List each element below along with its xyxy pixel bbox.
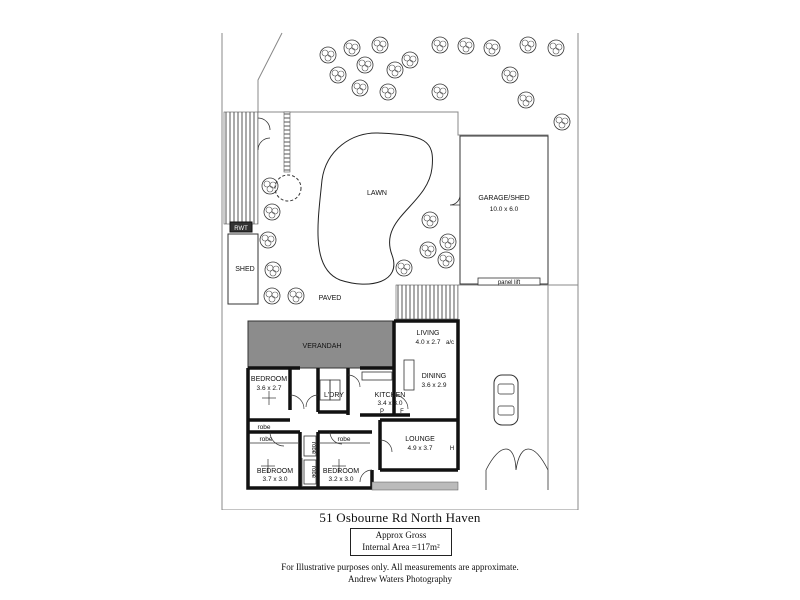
living-label: LIVING bbox=[417, 330, 440, 337]
thin-walls bbox=[250, 359, 415, 486]
bedroom3-label: BEDROOM bbox=[323, 468, 359, 475]
driveway-boundary bbox=[257, 32, 549, 470]
area-line-2: Internal Area =117m² bbox=[362, 542, 440, 552]
disclaimer: For Illustrative purposes only. All meas… bbox=[281, 562, 519, 572]
dining-label: DINING bbox=[422, 373, 447, 380]
deck-strip bbox=[283, 111, 291, 173]
panel-lift-door bbox=[477, 277, 541, 286]
bedroom2-label: BEDROOM bbox=[257, 468, 293, 475]
bedroom1-label: BEDROOM bbox=[251, 376, 287, 383]
verandah-label: VERANDAH bbox=[303, 343, 342, 350]
robe2-label: robe bbox=[259, 436, 272, 443]
robe1-label: robe bbox=[257, 424, 270, 431]
fridge-label: F bbox=[400, 409, 404, 415]
lounge-label: LOUNGE bbox=[405, 436, 435, 443]
garage-label: GARAGE/SHED bbox=[478, 195, 529, 202]
lawn bbox=[317, 132, 433, 285]
rwt-tank bbox=[229, 221, 253, 233]
area-line-1: Approx Gross bbox=[375, 530, 427, 540]
laundry-label: L'DRY bbox=[324, 392, 344, 399]
kitchen-size: 3.4 x 3.0 bbox=[378, 400, 403, 407]
panel-lift-label: panel lift bbox=[498, 280, 521, 286]
lawn-label: LAWN bbox=[367, 190, 387, 197]
garage-size: 10.0 x 6.0 bbox=[490, 206, 519, 213]
living-size: 4.0 x 2.7 bbox=[416, 339, 441, 346]
dining-size: 3.6 x 2.9 bbox=[422, 382, 447, 389]
robe3-label: robe bbox=[337, 436, 350, 443]
heater-label: H bbox=[450, 446, 454, 452]
deck-left bbox=[223, 111, 259, 225]
paved-label: PAVED bbox=[319, 295, 342, 302]
verandah bbox=[247, 320, 395, 369]
robe5-label: robe bbox=[310, 466, 316, 479]
bedroom1-size: 3.6 x 2.7 bbox=[257, 385, 282, 392]
kitchen-label: KITCHEN bbox=[375, 392, 406, 399]
site-boundary bbox=[221, 33, 579, 510]
ac-label: a/c bbox=[446, 340, 454, 346]
lounge-size: 4.9 x 3.7 bbox=[408, 445, 433, 452]
garage-door bbox=[449, 194, 461, 206]
front-path bbox=[371, 481, 459, 491]
shed-label: SHED bbox=[235, 266, 254, 273]
robe4-label: robe bbox=[310, 442, 316, 455]
bedroom2-size: 3.7 x 3.0 bbox=[263, 476, 288, 483]
deck-right bbox=[395, 284, 459, 320]
property-address: 51 Osbourne Rd North Haven bbox=[319, 510, 481, 525]
feature-tree bbox=[274, 174, 302, 202]
internal-area-box: Approx Gross Internal Area =117m² bbox=[350, 528, 452, 556]
house-walls bbox=[246, 319, 460, 490]
photography-credit: Andrew Waters Photography bbox=[347, 574, 453, 584]
site-floor-plan: LAWN RWT SHED GARAGE/SHED 10.0 x 6.0 pan… bbox=[221, 32, 579, 510]
shed-outline bbox=[227, 233, 259, 305]
ceiling-fans bbox=[261, 391, 346, 473]
door-swings bbox=[269, 374, 409, 483]
car bbox=[493, 374, 519, 426]
garage-outline bbox=[459, 135, 549, 285]
front-gates bbox=[485, 448, 549, 490]
rwt-label: RWT bbox=[234, 226, 248, 232]
gate-left bbox=[257, 117, 271, 151]
bedroom3-size: 3.2 x 3.0 bbox=[329, 476, 354, 483]
pantry-label: P bbox=[380, 409, 384, 415]
